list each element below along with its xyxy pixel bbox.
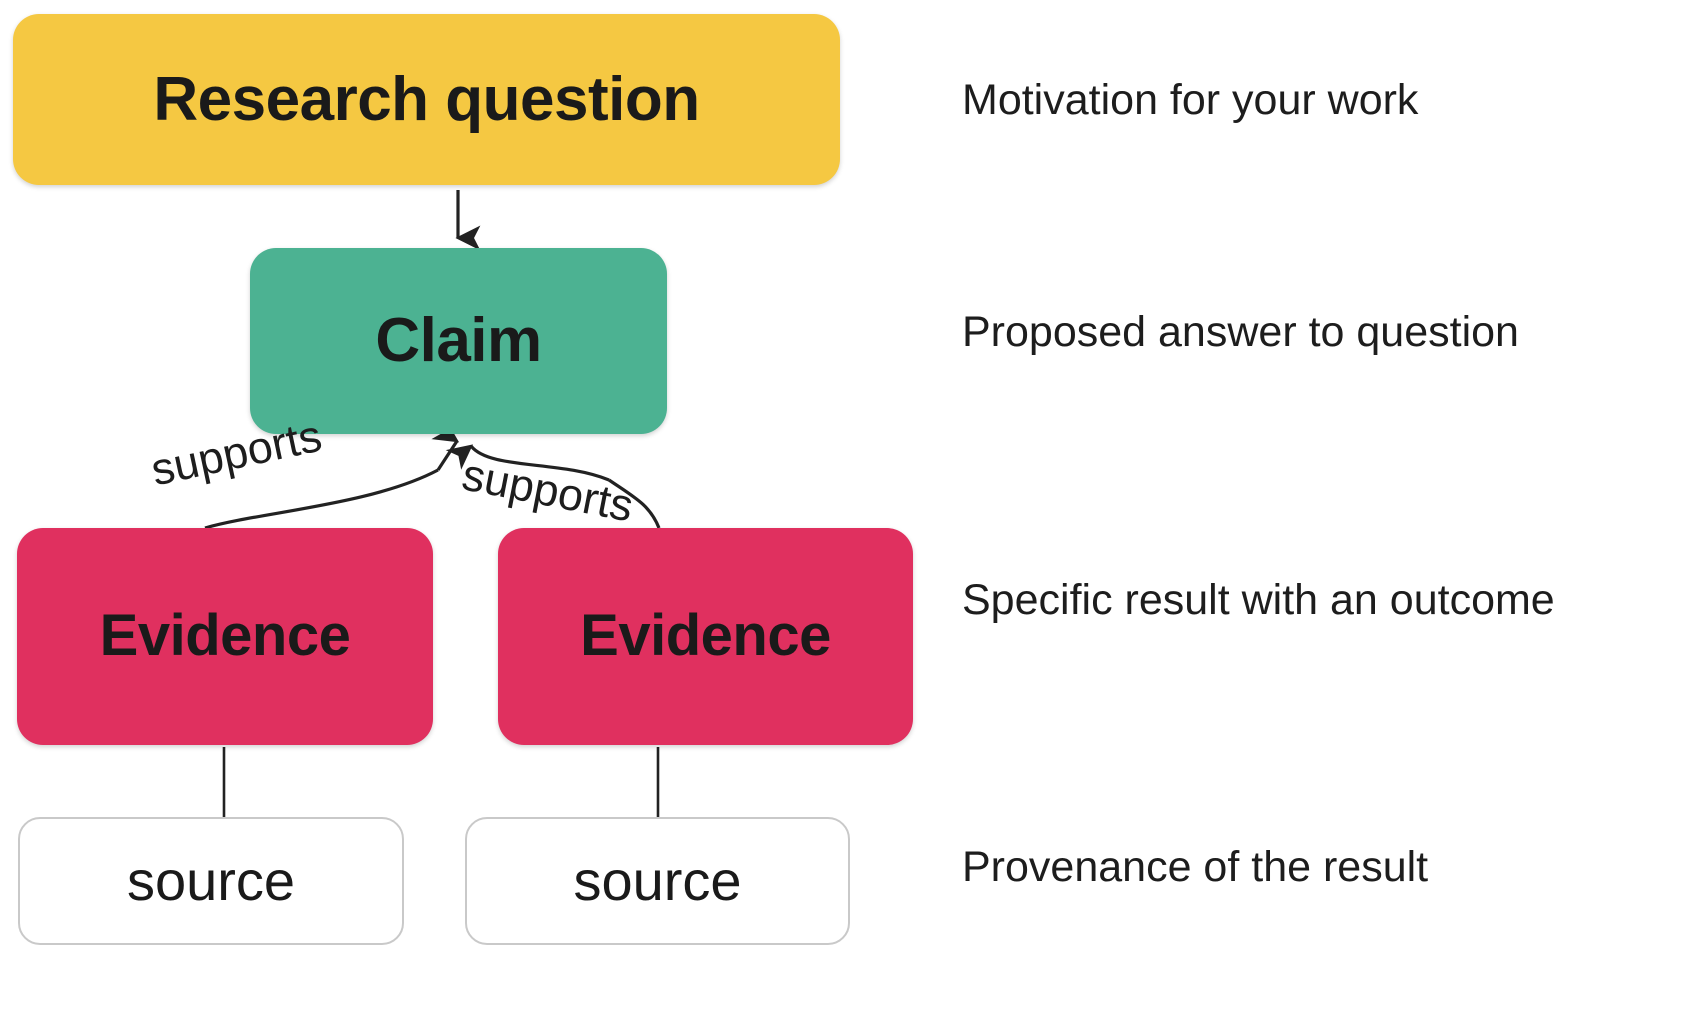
annotation-claim: Proposed answer to question <box>962 308 1519 356</box>
node-evidence-1-label: Evidence <box>99 603 351 669</box>
node-evidence-2[interactable]: Evidence <box>498 528 913 745</box>
edge-label-supports-right: supports <box>458 448 638 532</box>
annotation-evidence: Specific result with an outcome <box>962 576 1555 624</box>
node-source-2-label: source <box>573 848 742 912</box>
node-research-question[interactable]: Research question <box>13 14 840 185</box>
node-claim-label: Claim <box>375 306 542 376</box>
node-research-question-label: Research question <box>153 64 700 134</box>
node-evidence-1[interactable]: Evidence <box>17 528 433 745</box>
annotation-source: Provenance of the result <box>962 843 1429 891</box>
node-evidence-2-label: Evidence <box>580 603 831 669</box>
annotation-research-question: Motivation for your work <box>962 76 1419 124</box>
edge-label-supports-left: supports <box>146 409 327 496</box>
node-source-1-label: source <box>126 848 296 912</box>
node-claim[interactable]: Claim <box>250 248 667 434</box>
node-source-1[interactable]: source <box>18 817 404 945</box>
node-source-2[interactable]: source <box>465 817 850 945</box>
